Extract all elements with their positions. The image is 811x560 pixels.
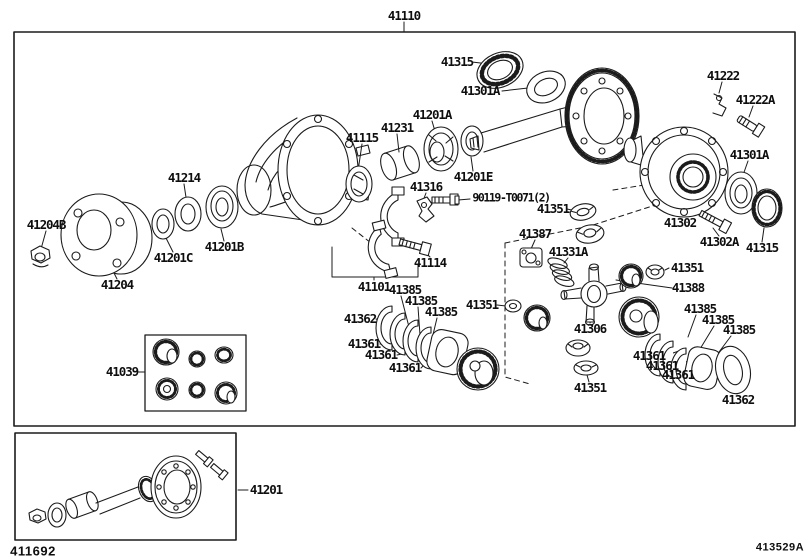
part-label-41306: 41306	[573, 320, 607, 336]
differential-case-part	[623, 126, 729, 218]
oil-slinger-part	[151, 208, 175, 240]
oil-seal-part	[174, 196, 202, 232]
part-label-41351: 41351	[536, 200, 570, 216]
figure-code-left: 411692	[10, 543, 56, 559]
part-label-41039: 41039	[105, 363, 139, 379]
part-label-41204B: 41204B	[26, 216, 67, 232]
part-label-41301A: 41301A	[460, 82, 501, 98]
side-bearing-race-part	[751, 188, 783, 228]
part-label-41101: 41101	[357, 278, 391, 294]
figure-code-right: 413529A	[755, 541, 805, 554]
thrust-washer-part	[645, 264, 665, 280]
part-label-41201C: 41201C	[153, 249, 194, 265]
part-label-90119-T0071(2): 90119-T0071(2)	[472, 190, 551, 205]
side-gear-part	[618, 296, 660, 338]
part-label-41385: 41385	[388, 281, 422, 297]
part-label-41385: 41385	[701, 311, 735, 327]
part-label-41351: 41351	[465, 296, 499, 312]
part-label-41361: 41361	[645, 357, 679, 373]
part-label-41115: 41115	[345, 129, 379, 145]
part-label-41361: 41361	[364, 346, 398, 362]
part-label-41361: 41361	[661, 366, 695, 382]
spider-kit-box	[144, 334, 247, 412]
lock-bolt-part	[736, 115, 766, 138]
part-label-41315: 41315	[440, 53, 474, 69]
part-label-41315: 41315	[745, 239, 779, 255]
part-label-41201B: 41201B	[204, 238, 245, 254]
spider-kit-gears	[152, 338, 238, 405]
part-label-41222A: 41222A	[735, 91, 776, 107]
part-label-41362: 41362	[343, 310, 377, 326]
side-bearing-part	[724, 171, 758, 215]
shim-stack-left	[375, 305, 500, 391]
anchor-bracket-part	[416, 196, 435, 223]
part-label-41385: 41385	[722, 321, 756, 337]
dome-washer-part	[565, 339, 591, 357]
part-label-41302: 41302	[663, 214, 697, 230]
bearing-spacer-part	[380, 145, 420, 181]
part-label-41222: 41222	[706, 67, 740, 83]
diff-pinion-gear-part	[523, 304, 551, 332]
part-label-41361: 41361	[347, 335, 381, 351]
rear-bearing-part	[205, 185, 239, 229]
part-label-41351: 41351	[573, 379, 607, 395]
thrust-washer-part	[573, 360, 599, 376]
part-label-41301A: 41301A	[729, 146, 770, 162]
part-label-41231: 41231	[380, 119, 414, 135]
lock-plate-part	[575, 224, 605, 244]
part-label-41361: 41361	[388, 359, 422, 375]
thrust-washer-part	[504, 299, 522, 313]
thrust-washer-part	[569, 203, 597, 221]
part-label-41388: 41388	[671, 279, 705, 295]
front-bearing-part	[423, 126, 459, 172]
part-label-41316: 41316	[409, 178, 443, 194]
part-label-41201A: 41201A	[412, 106, 453, 122]
part-label-41351: 41351	[670, 259, 704, 275]
shim-stack-right	[644, 333, 752, 395]
bearing-cap-part	[380, 186, 405, 247]
preload-spring-part	[547, 257, 575, 287]
part-label-41114: 41114	[413, 254, 447, 270]
diff-pinion-gear-part	[618, 263, 644, 289]
part-label-41204: 41204	[100, 276, 134, 292]
part-label-41385: 41385	[404, 292, 438, 308]
carrier-bolt-part	[398, 238, 432, 257]
case-bolt-part	[698, 209, 733, 235]
pinion-subassembly-box	[14, 432, 237, 541]
part-label-41201: 41201	[249, 481, 283, 497]
flange-nut-part	[30, 245, 51, 268]
front-oil-seal-part	[345, 165, 373, 203]
part-label-41214: 41214	[167, 169, 201, 185]
pinion-bearing-outer-part	[476, 51, 524, 89]
spider-cross-part	[560, 263, 627, 326]
part-label-41387: 41387	[518, 225, 552, 241]
side-bearing-lock-part	[712, 93, 727, 117]
ring-gear-part	[564, 67, 640, 165]
part-label-41385: 41385	[683, 300, 717, 316]
part-label-41201E: 41201E	[453, 168, 494, 184]
part-label-41331A: 41331A	[548, 243, 589, 259]
pinion-shaft-block-part	[519, 247, 543, 268]
part-label-41361: 41361	[632, 347, 666, 363]
part-label-41362: 41362	[721, 391, 755, 407]
leader-lines	[40, 21, 765, 491]
part-label-41110: 41110	[387, 7, 421, 23]
bearing-race-part	[526, 70, 566, 104]
part-label-41385: 41385	[424, 303, 458, 319]
companion-flange-part	[60, 193, 153, 277]
cap-bolt-part	[431, 193, 460, 206]
part-label-41302A: 41302A	[699, 233, 740, 249]
pinion-gear-kit	[28, 450, 229, 528]
bearing-cap-part	[367, 219, 399, 279]
